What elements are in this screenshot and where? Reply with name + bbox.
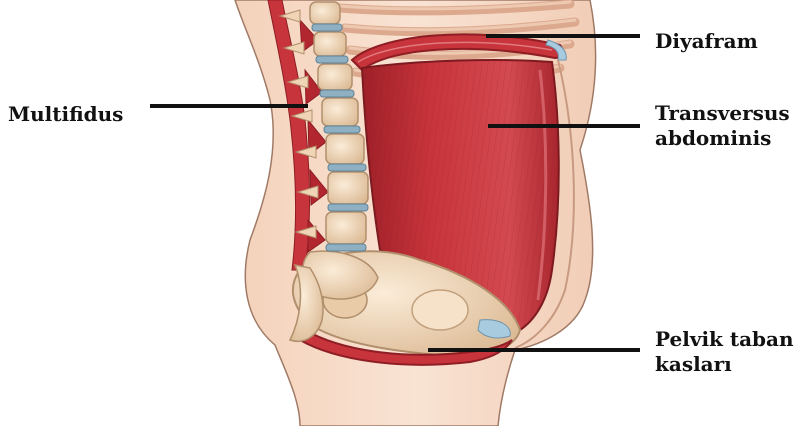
label-pelvik-taban: Pelvik taban kasları xyxy=(655,327,794,377)
label-diyafram: Diyafram xyxy=(655,29,758,54)
label-diyafram-text: Diyafram xyxy=(655,29,758,54)
label-transversus-line-2: abdominis xyxy=(655,126,790,151)
label-multifidus: Multifidus xyxy=(8,102,123,127)
label-multifidus-text: Multifidus xyxy=(8,102,123,127)
label-transversus-abdominis: Transversus abdominis xyxy=(655,101,790,151)
label-pelvik-line-1: Pelvik taban xyxy=(655,327,794,352)
label-pelvik-line-2: kasları xyxy=(655,352,794,377)
label-transversus-line-1: Transversus xyxy=(655,101,790,126)
